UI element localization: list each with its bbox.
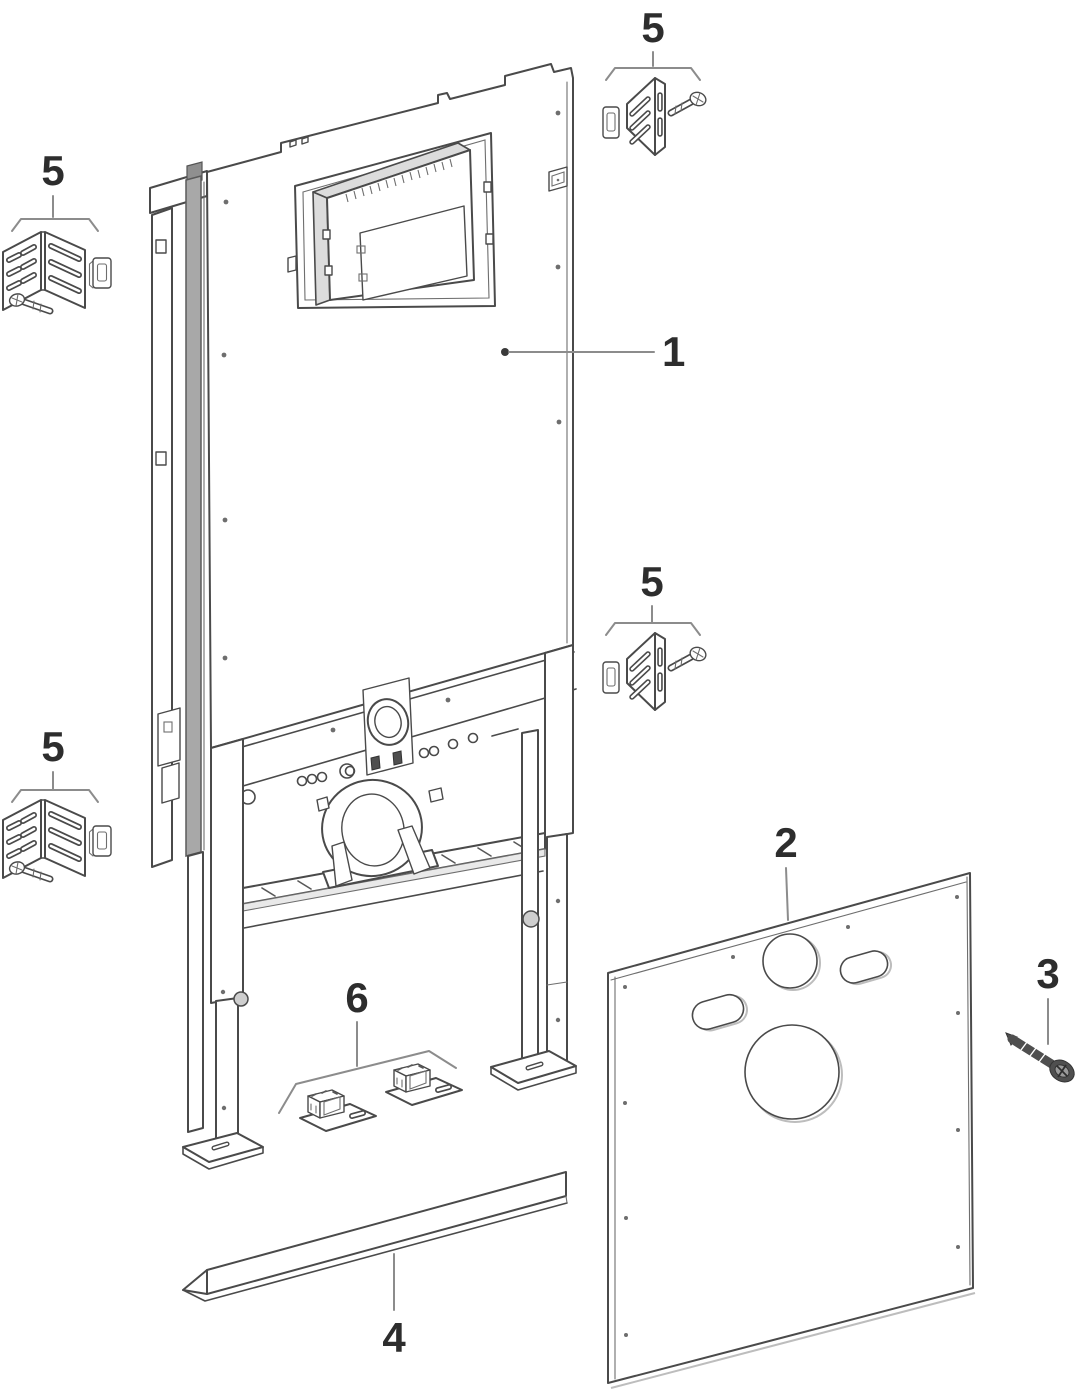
pipe-clamp <box>316 778 444 889</box>
callout-5-mid-right: 5 <box>605 558 701 636</box>
scale-ticks <box>345 158 453 203</box>
part5-bracket-set-top-right <box>603 78 708 155</box>
callout-label: 5 <box>640 558 663 605</box>
part5-bracket-set-top-left <box>3 232 111 312</box>
callout-label: 3 <box>1036 950 1059 997</box>
part2-protection-panel <box>607 872 976 1389</box>
part4-floor-rail <box>182 1171 568 1302</box>
callout-label: 4 <box>382 1314 406 1361</box>
leader-line <box>785 867 789 921</box>
callout-4: 4 <box>382 1253 406 1361</box>
leader-dot <box>501 348 509 356</box>
part6-floor-fixing-left <box>300 1090 376 1131</box>
callout-label: 1 <box>662 328 685 375</box>
part6-floor-fixing-right <box>386 1064 462 1105</box>
callout-5-bottom-left: 5 <box>11 723 99 803</box>
callout-5-top-left: 5 <box>11 147 99 232</box>
cistern-access-box <box>287 132 496 309</box>
part5-bracket-set-bottom-left <box>3 800 111 880</box>
group-bracket <box>11 789 99 803</box>
group-bracket <box>605 622 701 636</box>
part3-screw <box>1005 1032 1075 1083</box>
part5-bracket-set-mid-right <box>603 633 708 710</box>
callout-5-top-right: 5 <box>605 4 701 81</box>
callout-label: 2 <box>774 819 797 866</box>
callout-label: 5 <box>641 4 664 51</box>
part1-installation-frame <box>149 63 577 1170</box>
callout-3: 3 <box>1036 950 1060 1045</box>
callout-label: 5 <box>41 723 64 770</box>
group-bracket <box>11 218 99 232</box>
water-supply-connector <box>362 677 414 776</box>
rivet-dots <box>221 110 562 661</box>
callout-6: 6 <box>278 974 457 1114</box>
brand-plate-icon <box>548 166 568 192</box>
callout-label: 5 <box>41 147 64 194</box>
callout-1: 1 <box>501 328 685 375</box>
group-bracket <box>605 67 701 81</box>
frame-legs <box>182 644 577 1170</box>
marking-dots <box>623 895 960 1337</box>
callout-2: 2 <box>774 819 798 921</box>
callout-label: 6 <box>345 974 368 1021</box>
group-bracket <box>278 1050 457 1114</box>
